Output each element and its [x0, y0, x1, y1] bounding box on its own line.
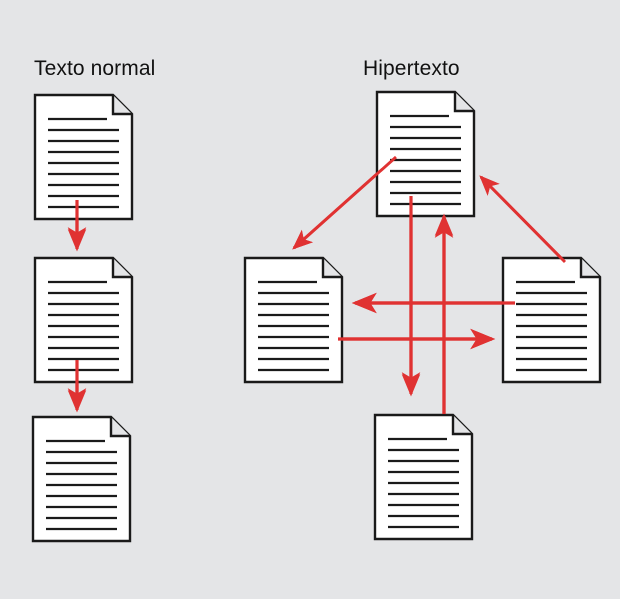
document-linear-2 — [33, 256, 134, 384]
section-label-texto-normal: Texto normal — [34, 57, 156, 80]
document-hypertext-bottom — [373, 413, 474, 541]
document-hypertext-left — [243, 256, 344, 384]
document-linear-3 — [31, 415, 132, 543]
document-linear-1 — [33, 93, 134, 221]
arrow-top-to-left-overlay — [292, 155, 397, 250]
document-hypertext-top — [375, 90, 476, 218]
arrow-right-to-top-overlay — [479, 175, 567, 264]
section-label-hipertexto: Hipertexto — [363, 57, 460, 80]
hypertext-arrow-overlay — [292, 155, 567, 414]
document-hypertext-right — [501, 256, 602, 384]
